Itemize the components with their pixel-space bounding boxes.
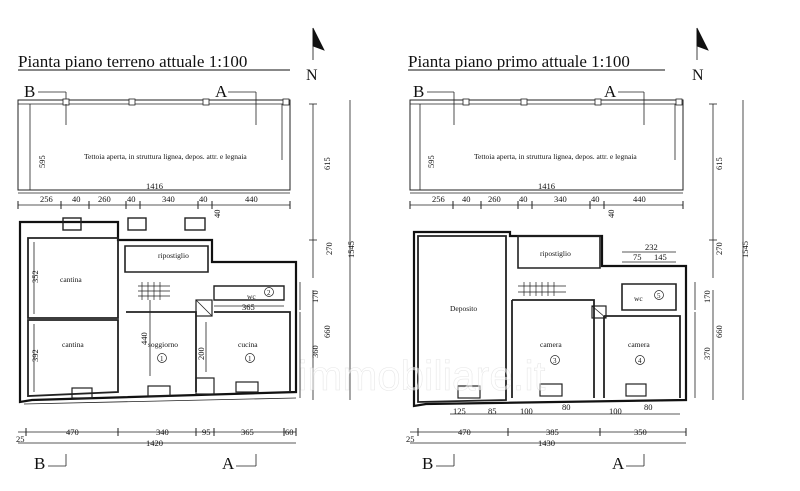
- dim-145: 145: [654, 252, 667, 262]
- dim-256: 256: [40, 194, 53, 204]
- dim-40a-first: 40: [462, 194, 471, 204]
- room-number-soggiorno: 1: [160, 355, 164, 363]
- watermark: immobiliare.it: [298, 352, 546, 399]
- dim-256-first: 256: [432, 194, 445, 204]
- north-label-first: N: [692, 67, 704, 84]
- section-a-label-top: A: [215, 82, 228, 101]
- dim-170-first: 170: [702, 290, 712, 303]
- dim-440: 440: [245, 194, 258, 204]
- dim-1545: 1545: [346, 241, 356, 258]
- room-ripostiglio: ripostiglio: [158, 251, 189, 260]
- dim-100b: 100: [609, 406, 622, 416]
- dim-40a: 40: [72, 194, 81, 204]
- dim-595: 595: [37, 155, 47, 168]
- dim-440-first: 440: [633, 194, 646, 204]
- dim-1430: 1430: [538, 438, 555, 448]
- section-b-label-bottom: B: [34, 454, 45, 473]
- room-camera-left: camera: [540, 340, 562, 349]
- dim-260-first: 260: [488, 194, 501, 204]
- canopy-label: Tettoia aperta, in struttura lignea, dep…: [84, 152, 247, 161]
- dim-370-first: 370: [702, 347, 712, 360]
- dim-352: 352: [30, 270, 40, 283]
- north-label: N: [306, 67, 318, 84]
- dim-392: 392: [30, 349, 40, 362]
- room-camera-right: camera: [628, 340, 650, 349]
- room-cucina: cucina: [238, 340, 258, 349]
- dim-440-inner: 440: [139, 332, 149, 345]
- dim-360: 360: [310, 345, 320, 358]
- dim-340-bottom: 340: [156, 427, 169, 437]
- dim-270-first: 270: [714, 242, 724, 255]
- dim-1416-first: 1416: [538, 181, 555, 191]
- north-arrow-icon: [696, 27, 709, 60]
- dim-260: 260: [98, 194, 111, 204]
- ground-floor-plan: Pianta piano terreno attuale 1:100 N B A…: [16, 27, 356, 473]
- dim-1545-first: 1545: [740, 241, 750, 258]
- section-b-label-bottom-first: B: [422, 454, 433, 473]
- dim-85: 85: [488, 406, 497, 416]
- room-cantina-top: cantina: [60, 275, 82, 284]
- room-soggiorno: soggiorno: [148, 340, 178, 349]
- dim-595-first: 595: [426, 155, 436, 168]
- room-number-camera-right: 4: [638, 357, 642, 365]
- dim-170: 170: [310, 290, 320, 303]
- first-floor-title: Pianta piano primo attuale 1:100: [408, 52, 630, 71]
- dim-365-bottom: 365: [241, 427, 254, 437]
- dim-365-wc: 365: [242, 302, 255, 312]
- dim-80b: 80: [644, 402, 653, 412]
- room-number-camera-left: 3: [553, 357, 557, 365]
- dim-25: 25: [16, 434, 25, 444]
- section-a-label-top-first: A: [604, 82, 617, 101]
- dim-350: 350: [634, 427, 647, 437]
- dim-125: 125: [453, 406, 466, 416]
- room-wc-first: wc: [634, 294, 643, 303]
- room-deposito: Deposito: [450, 304, 477, 313]
- dim-95: 95: [202, 427, 211, 437]
- dim-470-first: 470: [458, 427, 471, 437]
- dim-385: 385: [546, 427, 559, 437]
- dim-40c-first: 40: [591, 194, 600, 204]
- section-b-label-top: B: [24, 82, 35, 101]
- dim-615-first: 615: [714, 157, 724, 170]
- dim-340-first: 340: [554, 194, 567, 204]
- room-ripostiglio-first: ripostiglio: [540, 249, 571, 258]
- dim-270: 270: [324, 242, 334, 255]
- dim-40-right-first: 40: [606, 210, 616, 219]
- dim-660-first: 660: [714, 325, 724, 338]
- canopy-label-first: Tettoia aperta, in struttura lignea, dep…: [474, 152, 637, 161]
- dim-660: 660: [322, 325, 332, 338]
- room-wc: wc: [247, 292, 256, 301]
- section-a-label-bottom-first: A: [612, 454, 625, 473]
- dim-615: 615: [322, 157, 332, 170]
- room-number-wc: 2: [267, 289, 271, 297]
- dim-75: 75: [633, 252, 642, 262]
- room-number-wc-first: 5: [657, 292, 661, 300]
- dim-1416: 1416: [146, 181, 163, 191]
- section-b-label-top-first: B: [413, 82, 424, 101]
- dim-100a: 100: [520, 406, 533, 416]
- north-arrow-icon: [312, 27, 325, 60]
- dim-40b: 40: [127, 194, 136, 204]
- dim-232: 232: [645, 242, 658, 252]
- dim-40b-first: 40: [519, 194, 528, 204]
- dim-25-first: 25: [406, 434, 415, 444]
- ground-floor-title: Pianta piano terreno attuale 1:100: [18, 52, 247, 71]
- dim-1420: 1420: [146, 438, 163, 448]
- dim-470: 470: [66, 427, 79, 437]
- first-floor-plan: Pianta piano primo attuale 1:100 N B A T…: [406, 27, 750, 473]
- dim-60: 60: [285, 427, 294, 437]
- dim-340: 340: [162, 194, 175, 204]
- section-a-label-bottom: A: [222, 454, 235, 473]
- room-cantina-bottom: cantina: [62, 340, 84, 349]
- dim-80a: 80: [562, 402, 571, 412]
- dim-40c: 40: [199, 194, 208, 204]
- dim-40-right: 40: [212, 210, 222, 219]
- dim-200: 200: [196, 347, 206, 360]
- room-number-cucina: 1: [248, 355, 252, 363]
